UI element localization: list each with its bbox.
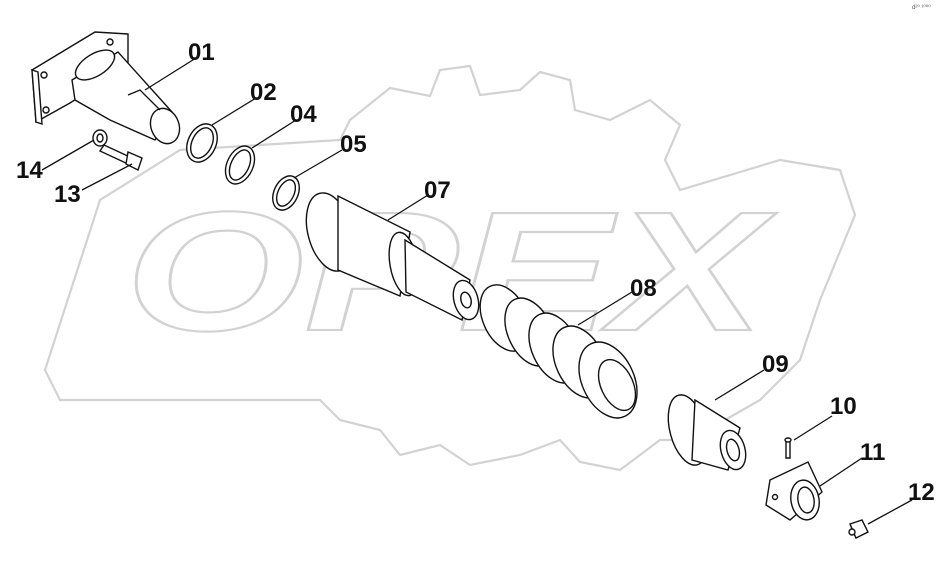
leader-10 xyxy=(793,415,833,441)
part-10-pin xyxy=(784,437,792,459)
part-02-ring xyxy=(186,123,218,163)
leader-lines xyxy=(41,57,913,525)
callout-11: 11 xyxy=(860,439,885,466)
leader-04 xyxy=(251,119,297,149)
callout-07: 07 xyxy=(424,177,451,204)
watermark-gear-outline xyxy=(43,64,857,472)
leader-09 xyxy=(714,369,765,401)
part-12-fitting xyxy=(848,519,869,539)
callout-05: 05 xyxy=(340,131,367,158)
part-14-washer xyxy=(92,129,108,147)
leader-07 xyxy=(387,194,429,221)
callout-02: 02 xyxy=(250,79,277,106)
leader-02 xyxy=(211,97,257,126)
callout-04: 04 xyxy=(290,101,317,128)
callout-01: 01 xyxy=(188,39,215,66)
leader-13 xyxy=(81,163,133,191)
callout-13: 13 xyxy=(54,181,81,208)
part-11-collar xyxy=(765,461,823,521)
callout-08: 08 xyxy=(630,275,657,302)
callout-12: 12 xyxy=(908,479,935,506)
part-13-bolt xyxy=(98,144,143,171)
callout-labels: 01 02 04 05 07 08 09 10 11 12 13 14 xyxy=(16,39,935,506)
leader-01 xyxy=(144,57,197,91)
part-04-ring xyxy=(224,145,256,185)
leader-12 xyxy=(867,499,913,525)
leader-08 xyxy=(577,291,633,326)
part-08-spring xyxy=(479,284,638,419)
callout-09: 09 xyxy=(762,351,789,378)
corner-code: d²⁰ ¹⁰⁰⁰ xyxy=(912,4,931,11)
part-07-shaft xyxy=(305,192,480,322)
part-05-ring xyxy=(272,175,300,211)
leader-05 xyxy=(293,149,343,179)
part-01-bracket xyxy=(31,31,181,145)
callout-10: 10 xyxy=(830,393,857,420)
leader-11 xyxy=(819,457,863,487)
callout-14: 14 xyxy=(16,157,43,184)
leader-14 xyxy=(41,139,95,171)
part-09-bushing xyxy=(667,394,747,471)
